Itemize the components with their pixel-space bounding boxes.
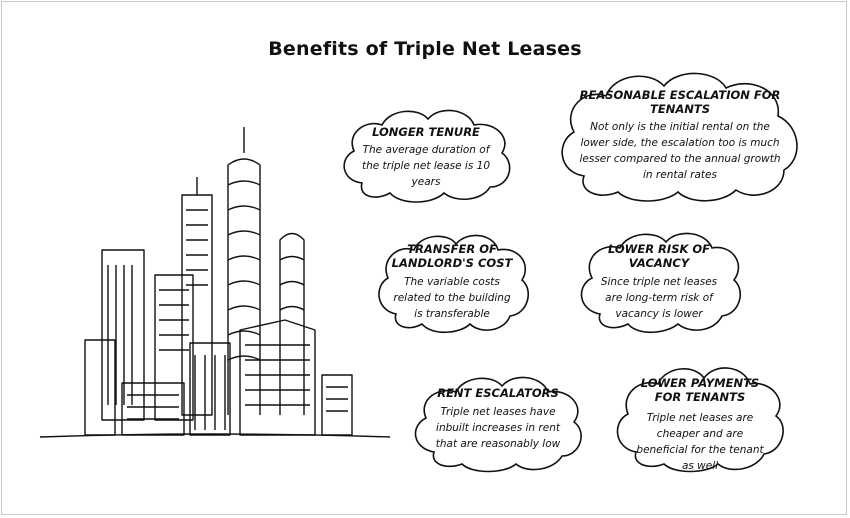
benefit-heading: LONGER TENURE xyxy=(372,125,480,139)
cloud-outline-icon xyxy=(561,72,798,202)
benefit-text: The average duration of the triple net l… xyxy=(361,144,491,188)
page-title: Benefits of Triple Net Leases xyxy=(268,38,582,60)
benefit-heading: LOWER RISK OF VACANCY xyxy=(607,242,711,270)
cloud-outline-icon xyxy=(580,232,742,334)
cloud-outline-icon xyxy=(343,109,511,203)
benefit-cloud-reasonable-escalation: REASONABLE ESCALATION FOR TENANTS Not on… xyxy=(554,66,806,204)
benefit-cloud-lower-payments: LOWER PAYMENTS FOR TENANTS Triple net le… xyxy=(610,360,790,474)
benefit-text: Since triple net leases are long-term ri… xyxy=(600,276,718,320)
cloud-outline-icon xyxy=(616,367,784,473)
benefit-heading: TRANSFER OF LANDLORD'S COST xyxy=(391,242,513,270)
benefit-text: Not only is the initial rental on the lo… xyxy=(579,121,781,181)
benefit-heading: LOWER PAYMENTS FOR TENANTS xyxy=(640,376,760,404)
benefit-cloud-rent-escalators: RENT ESCALATORS Triple net leases have i… xyxy=(408,370,588,474)
benefit-cloud-longer-tenure: LONGER TENURE The average duration of th… xyxy=(336,103,516,205)
benefit-heading: RENT ESCALATORS xyxy=(437,386,559,400)
cloud-outline-icon xyxy=(414,376,582,473)
benefit-cloud-transfer-cost: TRANSFER OF LANDLORD'S COST The variable… xyxy=(372,228,532,336)
cloud-outline-icon xyxy=(378,234,530,334)
benefit-text: The variable costs related to the buildi… xyxy=(393,276,511,320)
benefit-text: Triple net leases are cheaper and are be… xyxy=(636,412,764,472)
city-skyline-illustration xyxy=(39,127,391,438)
benefit-cloud-lower-vacancy-risk: LOWER RISK OF VACANCY Since triple net l… xyxy=(574,226,744,336)
benefit-text: Triple net leases have inbuilt increases… xyxy=(435,406,561,450)
benefit-heading: REASONABLE ESCALATION FOR TENANTS xyxy=(579,88,781,116)
